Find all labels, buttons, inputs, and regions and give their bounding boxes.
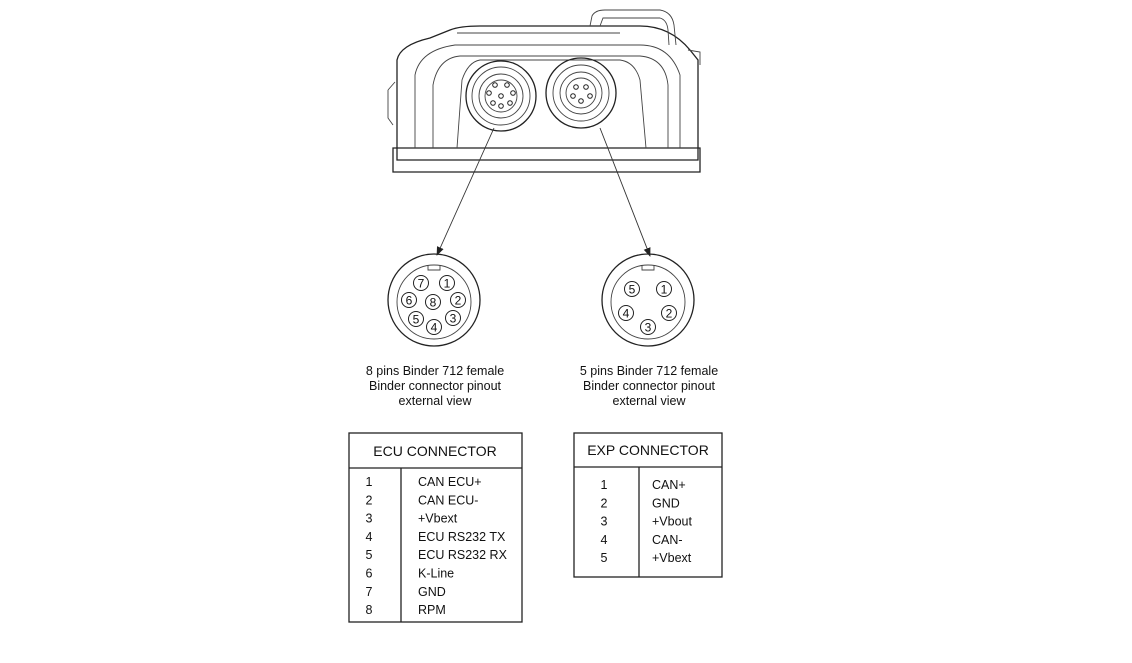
caption-line: Binder connector pinout — [583, 379, 716, 393]
signal-name: +Vbout — [652, 515, 692, 529]
pin-label: 2 — [455, 293, 462, 307]
signal-name: CAN- — [652, 533, 683, 547]
pin-number: 2 — [601, 496, 608, 510]
pin-number: 4 — [601, 533, 608, 547]
pin-8: 8 — [425, 294, 441, 310]
table-row: 3 +Vbext — [366, 512, 458, 526]
pin-label: 5 — [629, 282, 636, 296]
pin-number: 7 — [366, 585, 373, 599]
signal-name: CAN ECU+ — [418, 475, 482, 489]
pin-label: 1 — [661, 282, 668, 296]
pin-number: 6 — [366, 567, 373, 581]
pin-label: 2 — [666, 306, 673, 320]
caption-line: external view — [613, 394, 687, 408]
pin-number: 5 — [601, 551, 608, 565]
signal-name: CAN+ — [652, 478, 686, 492]
table-title: ECU CONNECTOR — [373, 443, 496, 459]
table-row: 1 CAN+ — [601, 478, 686, 492]
pin-5: 5 — [408, 311, 424, 327]
table-row: 2 GND — [601, 496, 680, 510]
table-row: 7 GND — [366, 585, 446, 599]
pin-number: 3 — [601, 515, 608, 529]
pin-4: 4 — [426, 319, 442, 335]
exp-connector-table: EXP CONNECTOR 1 CAN+ 2 GND 3 +Vbout 4 CAN- 5 +Vbe… — [573, 432, 723, 578]
signal-name: CAN ECU- — [418, 493, 478, 507]
signal-name: RPM — [418, 603, 446, 617]
table-title: EXP CONNECTOR — [587, 442, 709, 458]
caption-line: 8 pins Binder 712 female — [366, 364, 504, 378]
pin-label: 1 — [444, 276, 451, 290]
pin-label: 8 — [430, 295, 437, 309]
pin-5: 5 — [624, 281, 640, 297]
pin-1: 1 — [439, 275, 455, 291]
pin-label: 3 — [450, 311, 457, 325]
signal-name: K-Line — [418, 567, 454, 581]
caption-line: Binder connector pinout — [369, 379, 502, 393]
pin-label: 6 — [406, 293, 413, 307]
signal-name: +Vbext — [418, 512, 458, 526]
pin-number: 1 — [366, 475, 373, 489]
pin-3: 3 — [445, 310, 461, 326]
signal-name: +Vbext — [652, 551, 692, 565]
pin-2: 2 — [450, 292, 466, 308]
device-exp-port — [545, 57, 617, 129]
pin-label: 4 — [431, 320, 438, 334]
pin-number: 1 — [601, 478, 608, 492]
exp-leader-arrow — [599, 127, 651, 257]
table-row: 5 ECU RS232 RX — [366, 548, 508, 562]
table-row: 8 RPM — [366, 603, 446, 617]
device-housing — [387, 9, 701, 173]
table-row: 2 CAN ECU- — [366, 493, 479, 507]
ecu-caption: 8 pins Binder 712 female Binder connecto… — [366, 364, 504, 408]
pin-label: 5 — [413, 312, 420, 326]
pin-1: 1 — [656, 281, 672, 297]
pin-label: 3 — [645, 320, 652, 334]
ecu-leader-arrow — [436, 127, 495, 256]
pin-number: 4 — [366, 530, 373, 544]
pin-2: 2 — [661, 305, 677, 321]
caption-line: 5 pins Binder 712 female — [580, 364, 718, 378]
signal-name: ECU RS232 RX — [418, 548, 508, 562]
pin-7: 7 — [413, 275, 429, 291]
pin-number: 3 — [366, 512, 373, 526]
pin-number: 5 — [366, 548, 373, 562]
signal-name: GND — [652, 496, 680, 510]
exp-caption: 5 pins Binder 712 female Binder connecto… — [580, 364, 718, 408]
device-ecu-port — [465, 60, 537, 132]
pin-4: 4 — [618, 305, 634, 321]
table-row: 5 +Vbext — [601, 551, 692, 565]
table-row: 4 ECU RS232 TX — [366, 530, 506, 544]
table-row: 6 K-Line — [366, 567, 455, 581]
pin-number: 2 — [366, 493, 373, 507]
pin-3: 3 — [640, 319, 656, 335]
ecu-connector-table: ECU CONNECTOR 1 CAN ECU+ 2 CAN ECU- 3 +Vbext 4… — [348, 432, 523, 623]
table-row: 1 CAN ECU+ — [366, 475, 482, 489]
pin-6: 6 — [401, 292, 417, 308]
caption-line: external view — [399, 394, 473, 408]
pin-label: 4 — [623, 306, 630, 320]
table-row: 3 +Vbout — [601, 515, 693, 529]
table-row: 4 CAN- — [601, 533, 683, 547]
pin-label: 7 — [418, 276, 425, 290]
signal-name: GND — [418, 585, 446, 599]
signal-name: ECU RS232 TX — [418, 530, 506, 544]
pin-number: 8 — [366, 603, 373, 617]
